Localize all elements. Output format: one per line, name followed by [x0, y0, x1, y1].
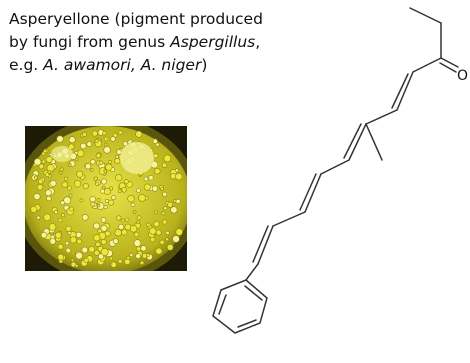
carbonyl-oxygen-label: O: [457, 68, 468, 84]
caption-line-2: by fungi from genus Aspergillus,: [9, 33, 261, 51]
pigment-caption: Asperyellone (pigment produced by fungi …: [9, 8, 349, 77]
large-colony: [120, 142, 154, 174]
phenyl-ring: [212, 279, 268, 334]
fungal-culture-photo: [25, 126, 187, 271]
species-names: A. awamori, A. niger: [43, 56, 202, 74]
caption-line-3: e.g. A. awamori, A. niger): [9, 56, 208, 74]
genus-name: Aspergillus: [170, 33, 256, 51]
polyene-chain: [245, 57, 442, 281]
small-colony: [51, 146, 73, 162]
fungal-colonies: [30, 129, 183, 268]
petri-dish-image: [25, 126, 187, 271]
caption-line-1: Asperyellone (pigment produced: [9, 10, 263, 28]
ethyl-ketone-group: O: [409, 7, 468, 84]
